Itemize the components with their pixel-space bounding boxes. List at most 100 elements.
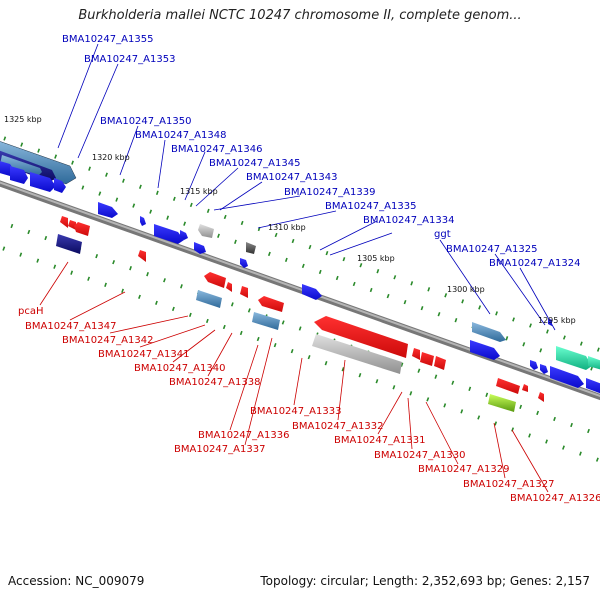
track-tick bbox=[553, 416, 556, 422]
gene-a1348[interactable] bbox=[54, 178, 66, 193]
gene-label[interactable]: BMA10247_A1336 bbox=[198, 430, 289, 441]
gene-label[interactable]: BMA10247_A1337 bbox=[174, 444, 265, 455]
gene-a1333[interactable] bbox=[302, 284, 322, 300]
track-tick bbox=[230, 302, 234, 307]
track-tick bbox=[529, 323, 532, 328]
gene-a1349[interactable] bbox=[30, 172, 56, 192]
gene-a1327-b[interactable] bbox=[522, 384, 528, 392]
gene-label[interactable]: BMA10247_A1324 bbox=[489, 258, 580, 269]
gene-label[interactable]: BMA10247_A1326 bbox=[510, 493, 600, 504]
gene-a1347-c[interactable] bbox=[74, 222, 90, 236]
scale-label: 1310 kbp bbox=[268, 223, 306, 232]
gene-label[interactable]: BMA10247_A1353 bbox=[84, 54, 175, 65]
track-tick bbox=[562, 445, 565, 450]
gene-a1322[interactable] bbox=[550, 366, 584, 388]
track-tick bbox=[189, 202, 193, 208]
gene-label[interactable]: BMA10247_A1331 bbox=[334, 435, 425, 446]
gene-a1321[interactable] bbox=[586, 378, 600, 394]
gene-a1329[interactable] bbox=[434, 356, 446, 370]
track-tick bbox=[375, 379, 379, 384]
gene-label[interactable]: ggt bbox=[434, 229, 451, 240]
bottom-gene-labels: pcaH BMA10247_A1347 BMA10247_A1342 BMA10… bbox=[18, 306, 600, 504]
gene-a1344[interactable] bbox=[180, 230, 188, 240]
gene-a1325[interactable] bbox=[470, 340, 500, 360]
accession-text: Accession: NC_009079 bbox=[8, 574, 145, 588]
gene-a1336[interactable] bbox=[252, 312, 280, 330]
gene-a1350[interactable] bbox=[10, 166, 28, 184]
gene-a1339-a[interactable] bbox=[194, 242, 206, 254]
gene-label[interactable]: BMA10247_A1330 bbox=[374, 450, 465, 461]
gene-label[interactable]: BMA10247_A1355 bbox=[62, 34, 153, 45]
gene-teal-b[interactable] bbox=[588, 356, 600, 370]
gene-a1326-b[interactable] bbox=[472, 322, 506, 342]
gene-pcah[interactable] bbox=[56, 234, 82, 254]
gene-label[interactable]: BMA10247_A1347 bbox=[25, 321, 116, 332]
gene-a1355[interactable] bbox=[0, 140, 77, 185]
track-tick bbox=[410, 281, 414, 286]
gene-a1335[interactable] bbox=[240, 258, 248, 268]
track-tick bbox=[240, 220, 244, 226]
gene-a1341-b[interactable] bbox=[226, 282, 232, 292]
gene-a1332[interactable] bbox=[312, 334, 402, 374]
gene-a1324-a[interactable] bbox=[530, 360, 538, 370]
track-tick bbox=[281, 320, 285, 325]
gene-label[interactable]: BMA10247_A1338 bbox=[169, 377, 260, 388]
scale-label: 1325 kbp bbox=[4, 115, 42, 124]
gene-a1338-a[interactable] bbox=[240, 286, 248, 298]
gene-a1330-blue[interactable] bbox=[548, 318, 552, 326]
track-tick bbox=[359, 263, 363, 268]
track-tick bbox=[239, 330, 243, 336]
gene-label[interactable]: BMA10247_A1339 bbox=[284, 187, 375, 198]
gene-a1343[interactable] bbox=[154, 224, 184, 244]
gene-a1333-big[interactable] bbox=[314, 316, 408, 358]
gene-label[interactable]: BMA10247_A1333 bbox=[250, 406, 341, 417]
gene-label[interactable]: BMA10247_A1332 bbox=[292, 421, 383, 432]
gene-label[interactable]: BMA10247_A1334 bbox=[363, 215, 454, 226]
track-tick bbox=[579, 451, 582, 456]
gene-teal[interactable] bbox=[556, 346, 592, 370]
gene-label[interactable]: BMA10247_A1345 bbox=[209, 158, 300, 169]
gene-a1341-a[interactable] bbox=[204, 272, 226, 288]
gene-a1339-b[interactable] bbox=[198, 224, 214, 238]
gene-label[interactable]: BMA10247_A1350 bbox=[100, 116, 191, 127]
gene-label[interactable]: BMA10247_A1327 bbox=[463, 479, 554, 490]
gene-a1330[interactable] bbox=[420, 352, 434, 366]
gene-a1326[interactable] bbox=[538, 392, 544, 402]
gene-a1338-b[interactable] bbox=[258, 296, 284, 312]
gene-label[interactable]: pcaH bbox=[18, 306, 44, 317]
gene-label[interactable]: BMA10247_A1342 bbox=[62, 335, 153, 346]
gene-a1334[interactable] bbox=[246, 242, 256, 254]
gene-label[interactable]: BMA10247_A1346 bbox=[171, 144, 262, 155]
track-tick bbox=[163, 278, 166, 283]
gene-a1331[interactable] bbox=[412, 348, 420, 360]
track-tick bbox=[256, 336, 260, 342]
gene-a1340[interactable] bbox=[196, 290, 222, 308]
gene-a1346[interactable] bbox=[98, 202, 118, 218]
gene-label[interactable]: BMA10247_A1335 bbox=[325, 201, 416, 212]
gene-label[interactable]: BMA10247_A1341 bbox=[98, 349, 189, 360]
gene-label[interactable]: BMA10247_A1348 bbox=[135, 130, 226, 141]
track-tick bbox=[443, 403, 447, 408]
gene-label[interactable]: BMA10247_A1343 bbox=[246, 172, 337, 183]
track-tick bbox=[71, 160, 74, 165]
track-tick bbox=[451, 380, 455, 385]
gene-label[interactable]: BMA10247_A1329 bbox=[418, 464, 509, 475]
track-tick bbox=[477, 415, 481, 420]
track-tick bbox=[206, 208, 210, 214]
gene-a1345[interactable] bbox=[140, 216, 146, 226]
gene-a1347-b[interactable] bbox=[68, 220, 76, 230]
track-tick bbox=[171, 306, 175, 312]
track-tick bbox=[274, 232, 278, 238]
gene-a1324-b[interactable] bbox=[540, 364, 548, 374]
gene-a1354[interactable] bbox=[0, 155, 42, 176]
gene-a1347-a[interactable] bbox=[60, 216, 68, 228]
track-tick bbox=[352, 281, 356, 287]
gene-a1342[interactable] bbox=[138, 250, 146, 262]
gene-label[interactable]: BMA10247_A1340 bbox=[134, 363, 225, 374]
gene-a1327-lime[interactable] bbox=[488, 394, 516, 412]
gene-label[interactable]: BMA10247_A1325 bbox=[446, 244, 537, 255]
track-tick bbox=[545, 439, 548, 444]
gene-a1327-a[interactable] bbox=[496, 378, 520, 394]
track-tick bbox=[590, 366, 594, 371]
track-tick bbox=[386, 293, 390, 299]
